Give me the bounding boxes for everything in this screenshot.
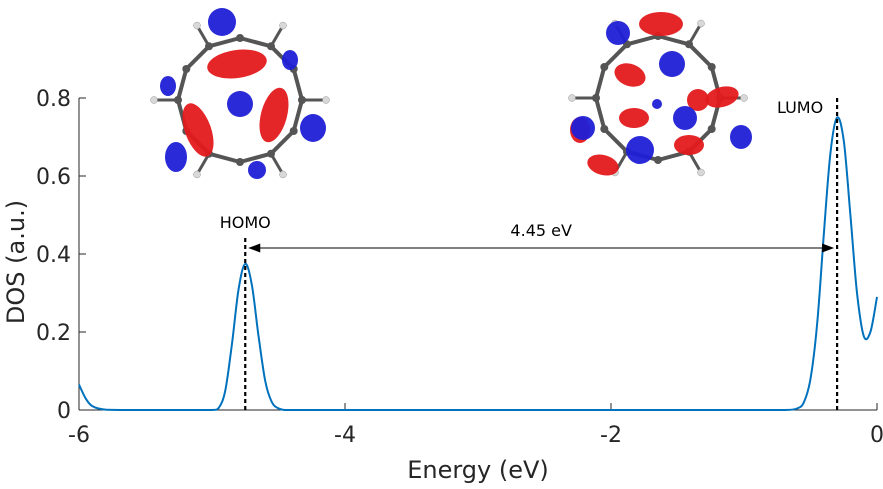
bond bbox=[269, 129, 296, 156]
bond bbox=[687, 42, 714, 69]
hydrogen-atom bbox=[279, 21, 287, 30]
carbon-atom bbox=[707, 125, 716, 133]
hydrogen-atom bbox=[193, 170, 201, 179]
carbon-atom bbox=[592, 94, 600, 102]
hydrogen-atom bbox=[150, 96, 158, 104]
homo-orbital-image bbox=[150, 8, 330, 179]
bond bbox=[184, 44, 211, 71]
annotations: HOMO LUMO 4.45 eV bbox=[220, 97, 839, 410]
orbital-lobe-negative bbox=[652, 99, 662, 109]
carbon-atom bbox=[205, 42, 213, 51]
homo-label: HOMO bbox=[220, 213, 271, 232]
orbital-lobe-positive bbox=[674, 135, 704, 155]
bond bbox=[602, 42, 629, 69]
hydrogen-atom bbox=[697, 19, 705, 28]
bond bbox=[657, 34, 690, 47]
bond bbox=[208, 36, 241, 49]
orbital-lobe-positive bbox=[207, 49, 267, 79]
hydrogen-atom bbox=[697, 168, 705, 177]
gap-arrow-head-left bbox=[248, 243, 261, 253]
y-tick-label: 0.4 bbox=[36, 243, 71, 268]
carbon-atom bbox=[654, 156, 662, 164]
bond bbox=[602, 127, 629, 154]
orbital-lobe-negative bbox=[606, 21, 630, 45]
carbon-atom bbox=[298, 96, 306, 104]
orbital-lobe-positive bbox=[614, 63, 646, 87]
orbital-lobe-positive bbox=[182, 103, 214, 157]
orbital-lobe-negative bbox=[300, 114, 326, 142]
hydrogen-atom bbox=[279, 170, 287, 179]
gap-arrow-head-right bbox=[822, 243, 835, 253]
carbon-atom bbox=[267, 42, 275, 51]
hydrogen-atom bbox=[740, 94, 748, 102]
orbital-lobe-negative bbox=[227, 91, 253, 117]
hydrogen-atom bbox=[568, 94, 576, 102]
carbon-atom bbox=[174, 96, 182, 104]
bond bbox=[594, 97, 607, 130]
orbital-lobe-negative bbox=[165, 142, 187, 172]
bond bbox=[291, 99, 304, 132]
orbital-lobe-negative bbox=[571, 116, 595, 140]
bond bbox=[176, 68, 189, 101]
y-axis-label: DOS (a.u.) bbox=[2, 200, 30, 324]
y-tick-label: 0.8 bbox=[36, 87, 71, 112]
x-tick-label: -4 bbox=[334, 423, 356, 448]
orbital-lobe-positive bbox=[587, 154, 619, 176]
orbital-lobe-positive bbox=[639, 12, 683, 36]
orbital-lobe-negative bbox=[626, 136, 654, 164]
lumo-label: LUMO bbox=[777, 98, 823, 117]
carbon-atom bbox=[236, 34, 244, 42]
carbon-atom bbox=[289, 127, 298, 135]
orbital-lobe-negative bbox=[659, 51, 685, 77]
y-tick-label: 0 bbox=[57, 399, 71, 424]
orbital-lobe-negative bbox=[248, 161, 266, 179]
series-group bbox=[78, 116, 878, 412]
hydrogen-atom bbox=[322, 96, 330, 104]
carbon-atom bbox=[600, 125, 609, 133]
carbon-atom bbox=[600, 63, 609, 71]
x-tick-label: -2 bbox=[600, 423, 622, 448]
carbon-atom bbox=[707, 63, 716, 71]
y-tick-label: 0.6 bbox=[36, 165, 71, 190]
x-tick-label: -6 bbox=[68, 423, 90, 448]
orbital-lobe-positive bbox=[619, 108, 649, 128]
bond bbox=[239, 151, 272, 164]
y-tick-label: 0.2 bbox=[36, 321, 71, 346]
orbital-lobe-negative bbox=[730, 125, 752, 149]
lumo-orbital-image bbox=[568, 12, 752, 177]
bond bbox=[594, 66, 607, 99]
bond bbox=[239, 36, 272, 49]
bond bbox=[208, 151, 241, 164]
x-axis-label: Energy (eV) bbox=[407, 456, 549, 484]
carbon-atom bbox=[182, 65, 191, 73]
carbon-atom bbox=[685, 40, 693, 49]
carbon-atom bbox=[267, 149, 275, 158]
orbital-lobe-positive bbox=[687, 89, 709, 111]
orbital-lobe-negative bbox=[160, 76, 176, 96]
orbital-lobe-negative bbox=[282, 50, 298, 70]
dos-series-line bbox=[78, 116, 878, 412]
gap-label: 4.45 eV bbox=[510, 221, 572, 240]
orbital-lobe-negative bbox=[208, 8, 236, 36]
bond bbox=[626, 34, 659, 47]
hydrogen-atom bbox=[193, 21, 201, 30]
axes: -6 -4 -2 0 0 0.2 0.4 0.6 0.8 bbox=[36, 87, 883, 448]
orbital-lobe-positive bbox=[705, 86, 739, 108]
bond bbox=[291, 68, 304, 101]
x-tick-label: 0 bbox=[870, 423, 883, 448]
orbital-lobe-positive bbox=[259, 87, 289, 143]
orbital-lobe-negative bbox=[673, 106, 697, 130]
carbon-atom bbox=[236, 158, 244, 166]
